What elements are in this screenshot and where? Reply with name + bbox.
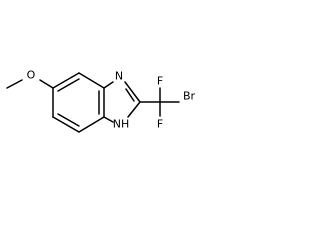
bond-o-ring — [39, 79, 54, 89]
atom-nh: NH — [113, 118, 130, 131]
bond-c5-c4 — [52, 72, 80, 89]
atom-fluorine-top: F — [157, 75, 163, 88]
atom-bromine: Br — [183, 90, 196, 103]
bond-c3a-n3 — [103, 81, 114, 89]
bond-c4-c3a — [78, 72, 105, 89]
bond-n3-c2 — [124, 81, 141, 103]
atom-fluorine-bottom: F — [157, 118, 163, 131]
bond-c7-c6 — [52, 116, 80, 133]
bond-methyl-o — [6, 79, 23, 89]
structure-canvas: O N NH Br F F — [6, 69, 196, 133]
bond-c5-c4-inner — [57, 78, 80, 92]
bond-c2-n1 — [127, 101, 141, 118]
molecule-diagram: O N NH Br F F — [6, 69, 196, 133]
bond-c7a-c7 — [78, 116, 105, 133]
bond-n1-c7a — [103, 116, 114, 123]
atom-nitrogen: N — [115, 70, 123, 83]
atom-oxygen: O — [27, 69, 36, 82]
bond-n3-c2-inner — [125, 88, 135, 102]
bond-c7-c6-inner — [57, 113, 80, 127]
